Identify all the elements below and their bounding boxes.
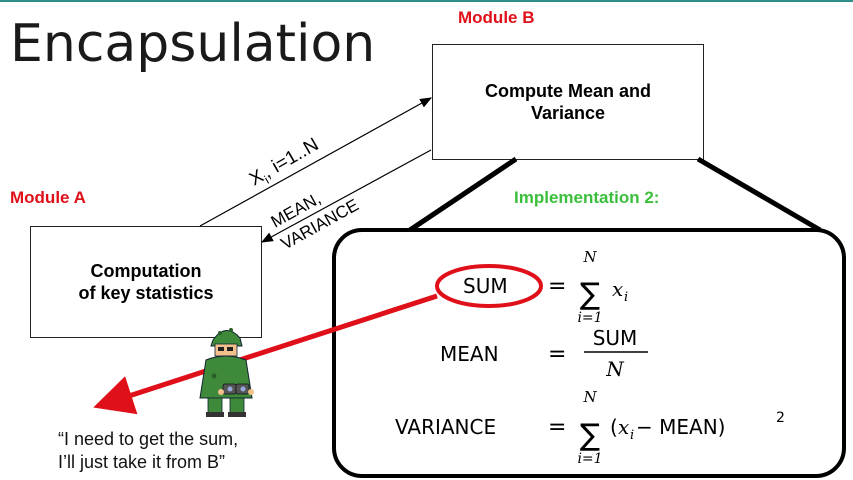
eq3-equals: = bbox=[548, 415, 566, 440]
eq1-rhs-sub: i bbox=[624, 290, 628, 305]
eq2-lhs: MEAN bbox=[440, 342, 499, 366]
eq1-sigma: ∑ bbox=[580, 277, 600, 312]
module-a-label: Module A bbox=[10, 188, 86, 207]
eq3-lhs: VARIANCE bbox=[395, 415, 496, 439]
input-arrow bbox=[199, 97, 433, 227]
implementation-box bbox=[332, 228, 846, 478]
quote-line2: I’ll just take it from B” bbox=[58, 452, 226, 472]
zoom-line-left bbox=[408, 156, 518, 233]
zoom-line-right bbox=[696, 156, 822, 233]
eq3-rhs-sub: i bbox=[630, 428, 634, 443]
eq1-lhs: SUM bbox=[463, 274, 508, 298]
eq3-sigma: ∑ bbox=[580, 418, 600, 453]
module-b-box-line2: Variance bbox=[530, 103, 606, 123]
equation-variance: VARIANCE = N ∑ i=1 ( x i − MEAN) 2 bbox=[395, 388, 785, 467]
eq3-rhs-exp: 2 bbox=[776, 410, 785, 426]
module-b-box-line1: Compute Mean and bbox=[484, 81, 651, 101]
eq2-denominator: N bbox=[605, 357, 625, 381]
module-a-box-line1: Computation bbox=[90, 261, 202, 281]
equation-sum: SUM = N ∑ i=1 x i bbox=[463, 248, 628, 326]
module-b-box: Compute Mean and Variance bbox=[432, 44, 704, 160]
red-access-arrow bbox=[93, 293, 438, 415]
module-a-box-line2: of key statistics bbox=[78, 283, 214, 303]
eq3-sum-bottom: i=1 bbox=[577, 451, 602, 467]
eq2-equals: = bbox=[548, 342, 566, 367]
eq2-numerator: SUM bbox=[593, 326, 638, 350]
eq1-rhs-var: x bbox=[612, 277, 623, 301]
top-rule bbox=[0, 0, 853, 2]
module-b-label: Module B bbox=[458, 8, 535, 27]
eq3-rhs-mid: − MEAN) bbox=[636, 415, 725, 439]
eq1-sum-top: N bbox=[582, 248, 597, 266]
quote-line1: “I need to get the sum, bbox=[58, 429, 239, 449]
implementation-label: Implementation 2: bbox=[514, 188, 660, 207]
eq3-rhs-open: ( bbox=[610, 415, 618, 439]
slide-title: Encapsulation bbox=[10, 14, 376, 74]
eq1-sum-bottom: i=1 bbox=[577, 310, 602, 326]
eq3-sum-top: N bbox=[582, 388, 597, 406]
quote-text: “I need to get the sum, I’ll just take i… bbox=[58, 428, 238, 474]
module-a-box: Computation of key statistics bbox=[30, 226, 262, 338]
soldier-with-binoculars-icon bbox=[199, 328, 254, 417]
equation-mean: MEAN = SUM N bbox=[440, 326, 648, 381]
sum-highlight-ellipse bbox=[435, 264, 543, 308]
eq1-equals: = bbox=[548, 274, 566, 299]
eq3-rhs-var: x bbox=[618, 415, 629, 439]
output-arrow bbox=[260, 149, 432, 243]
